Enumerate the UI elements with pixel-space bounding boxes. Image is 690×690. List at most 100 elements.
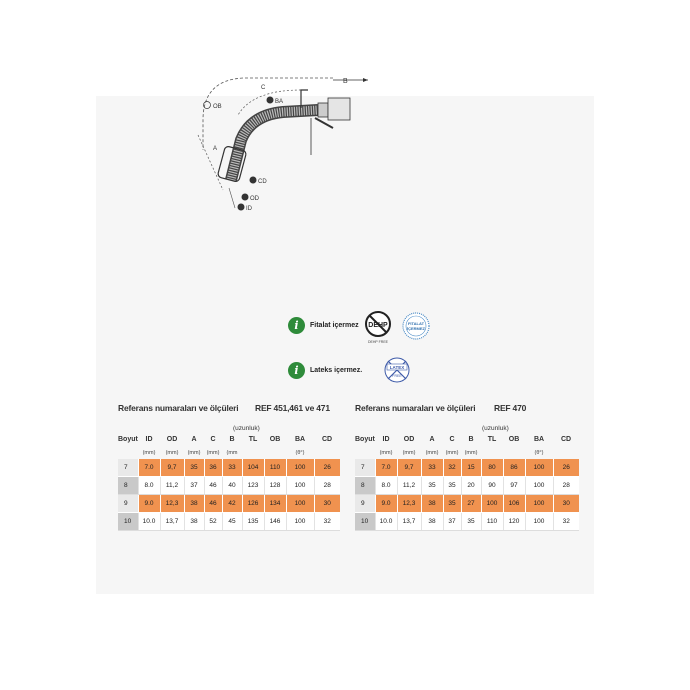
value-cell: 104 (241, 459, 264, 477)
phthalate-free-row: i Fitalat içermez (288, 317, 359, 334)
unit-cell: (mm) (425, 449, 439, 456)
unit-cell (355, 446, 375, 459)
value-cell: 40 (221, 476, 242, 495)
column-header: B (468, 435, 474, 443)
unit-cell: (mm) (165, 449, 179, 456)
value-cell: 12,3 (159, 494, 184, 513)
size-cell: 10 (355, 512, 375, 531)
value-cell: 10.0 (374, 512, 397, 531)
seal-line-1: FITALAT (408, 321, 425, 326)
size-cell: 8 (118, 476, 138, 495)
unit-cell: (mm) (464, 449, 478, 456)
unit-cell (264, 446, 286, 459)
value-cell: 52 (203, 512, 222, 531)
size-cell: 7 (355, 459, 375, 477)
value-cell: 35 (183, 459, 204, 477)
value-cell: 11,2 (396, 476, 421, 495)
table-title-right: Referans numaraları ve ölçüleri (355, 403, 476, 413)
value-cell: 86 (502, 459, 525, 477)
unit-cell: (θ°) (295, 449, 305, 456)
value-cell: 37 (183, 476, 204, 495)
column-header: CD (560, 435, 572, 443)
table-ref-left: REF 451,461 ve 471 (255, 403, 330, 413)
value-cell: 110 (480, 512, 503, 531)
value-cell: 33 (221, 459, 242, 477)
value-cell: 146 (263, 512, 286, 531)
dehp-sub-label: DEHP FREE (368, 340, 389, 344)
value-cell: 35 (460, 512, 481, 531)
latex-free-row: i Lateks içermez. (288, 362, 362, 379)
size-cell: 9 (355, 494, 375, 513)
value-cell: 120 (502, 512, 525, 531)
value-cell: 30 (313, 494, 340, 513)
label-cd: CD (258, 179, 267, 185)
column-header: C (449, 435, 455, 443)
value-cell: 15 (460, 459, 481, 477)
value-cell: 32 (442, 459, 461, 477)
column-header: C (210, 435, 216, 443)
value-cell: 123 (241, 476, 264, 495)
unit-cell: (mm) (142, 449, 156, 456)
label-od: OD (250, 196, 260, 202)
value-cell: 100 (524, 512, 553, 531)
unit-cell: (mm) (187, 449, 201, 456)
value-cell: 13,7 (396, 512, 421, 531)
value-cell: 100 (285, 512, 314, 531)
value-cell: 97 (502, 476, 525, 495)
value-cell: 46 (203, 494, 222, 513)
size-cell: 7 (118, 459, 138, 477)
label-c: C (261, 85, 266, 91)
column-header: TL (248, 435, 258, 443)
value-cell: 38 (183, 512, 204, 531)
size-cell: 9 (118, 494, 138, 513)
label-b: B (343, 78, 348, 85)
value-cell: 28 (552, 476, 579, 495)
value-cell: 134 (263, 494, 286, 513)
value-cell: 100 (524, 476, 553, 495)
value-cell: 135 (241, 512, 264, 531)
value-cell: 35 (442, 494, 461, 513)
value-cell: 30 (552, 494, 579, 513)
value-cell: 38 (183, 494, 204, 513)
value-cell: 12,3 (396, 494, 421, 513)
value-cell: 9,7 (396, 459, 421, 477)
value-cell: 38 (420, 512, 443, 531)
value-cell: 8.0 (374, 476, 397, 495)
seal-line-2: İÇERMEZ (407, 326, 426, 331)
unit-cell (242, 446, 264, 459)
value-cell: 42 (221, 494, 242, 513)
size-cell: 8 (355, 476, 375, 495)
value-cell: 8.0 (137, 476, 160, 495)
unit-cell: (θ°) (534, 449, 544, 456)
column-header: CD (321, 435, 333, 443)
latex-free-icon: LATEX FREE (384, 357, 410, 383)
column-header: B (229, 435, 235, 443)
label-ba: BA (275, 99, 283, 105)
value-cell: 11,2 (159, 476, 184, 495)
unit-cell: (mm) (379, 449, 393, 456)
value-cell: 110 (263, 459, 286, 477)
unit-cell: (mm (226, 449, 238, 456)
value-cell: 32 (552, 512, 579, 531)
latex-label: LATEX (390, 365, 404, 370)
column-header: ID (382, 435, 390, 443)
value-cell: 38 (420, 494, 443, 513)
table-title-left: Referans numaraları ve ölçüleri (118, 403, 239, 413)
column-header: TL (487, 435, 497, 443)
column-header: A (191, 435, 197, 443)
value-cell: 26 (313, 459, 340, 477)
value-cell: 37 (442, 512, 461, 531)
phthalate-free-seal-icon: FITALAT İÇERMEZ (402, 312, 430, 340)
label-ob: OB (213, 104, 222, 110)
column-header: OD (403, 435, 415, 443)
